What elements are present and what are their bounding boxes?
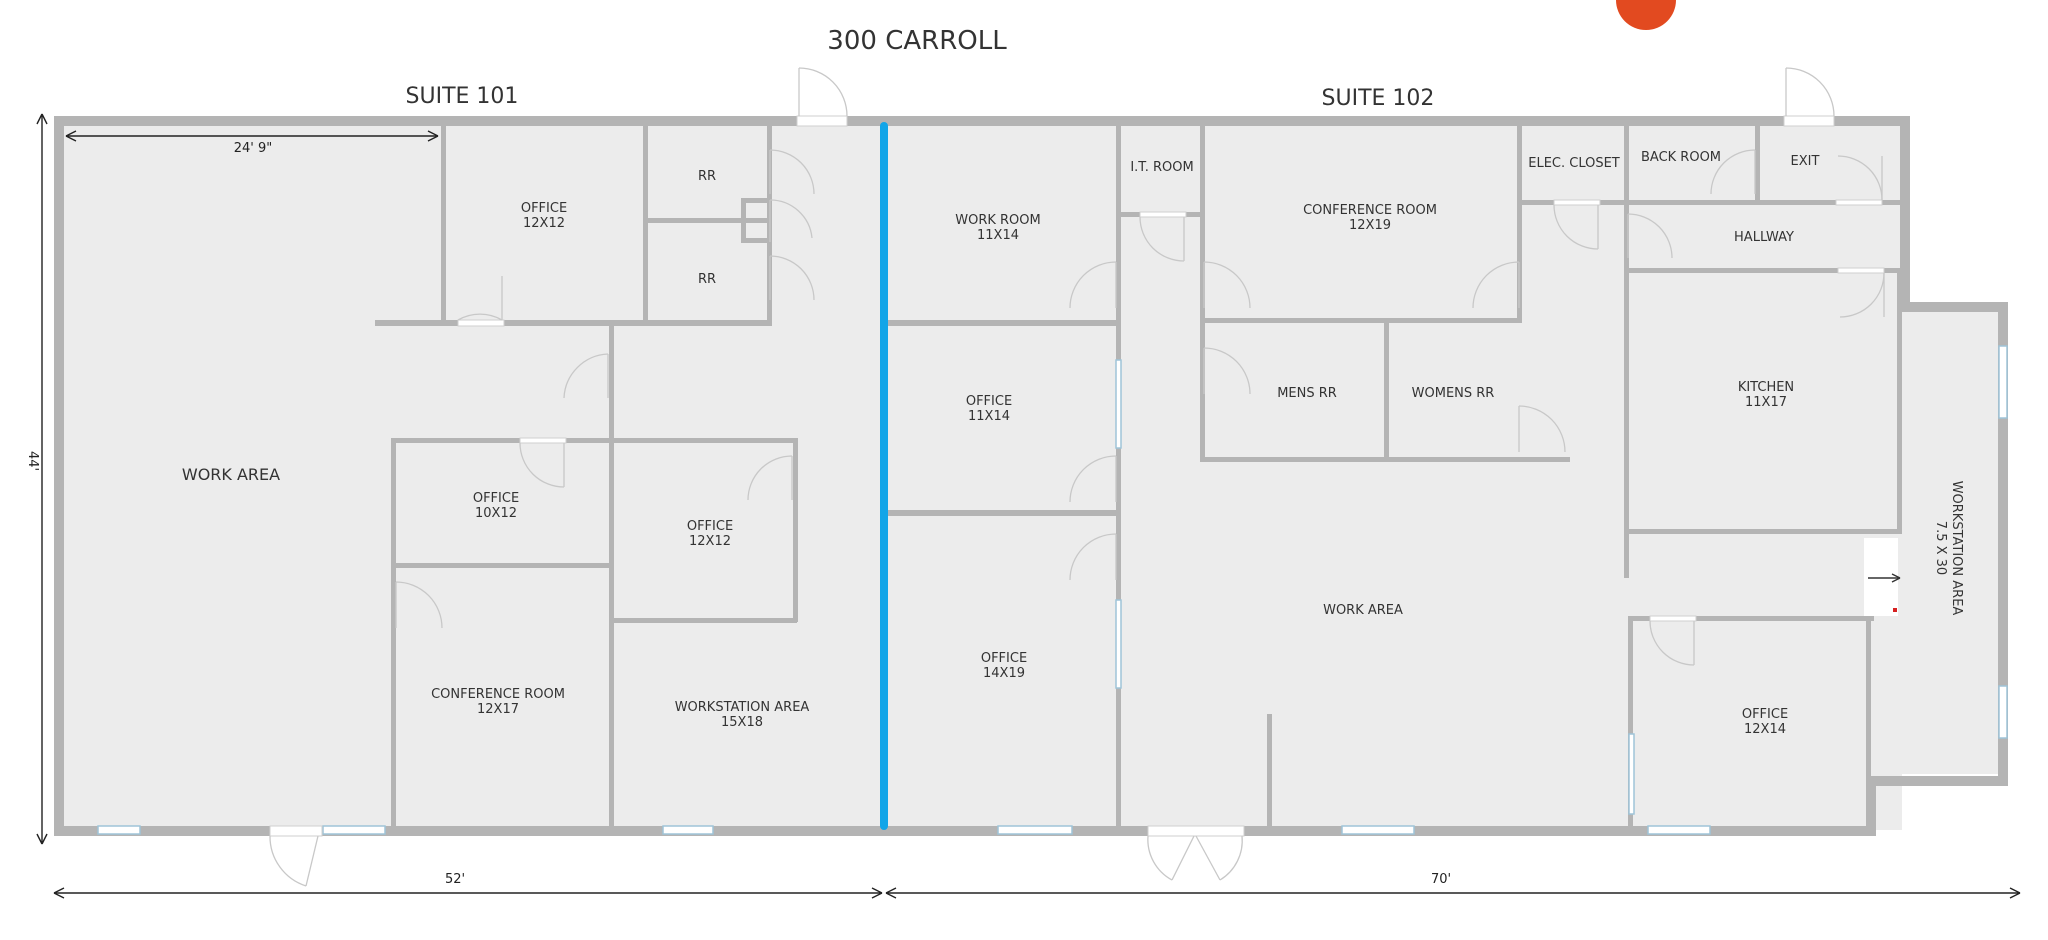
room-work-area-102-name: WORK AREA [1323,603,1403,618]
depth-dimension-label: 44' [25,451,40,471]
room-work-room-name: WORK ROOM [955,213,1041,228]
room-workstation-101-size: 15X18 [721,715,763,730]
suite-102-floor [884,124,1902,830]
entry-arrow [1864,538,1901,616]
room-office-14x19-name: OFFICE [981,651,1027,666]
room-conference-102-size: 12X19 [1349,218,1391,233]
windows [97,345,2008,835]
room-back-room-name: BACK ROOM [1641,150,1721,165]
room-office-14x19-size: 14X19 [983,666,1025,681]
room-office-11x14-size: 11X14 [968,409,1010,424]
room-hallway-name: HALLWAY [1734,230,1794,245]
work-area-width-label: 24' 9" [234,141,273,156]
room-rr-1-name: RR [698,169,716,184]
room-work-area-101-name: WORK AREA [182,465,280,484]
workstation-wing-floor [1902,310,2004,774]
suite-101-width-label: 52' [445,872,465,887]
suite-102-width-label: 70' [1431,872,1451,887]
interior-walls-suite-102 [884,124,1902,828]
room-office-12x12-name: OFFICE [521,201,567,216]
suite-102-room-labels: WORK ROOM 11X14 I.T. ROOM CONFERENCE ROO… [955,150,1964,737]
room-office-10x12-name: OFFICE [473,491,519,506]
room-workstation-102-name: WORKSTATION AREA [1949,481,1964,616]
room-conference-101-size: 12X17 [477,702,519,717]
room-kitchen-name: KITCHEN [1738,380,1794,395]
room-work-room-size: 11X14 [977,228,1019,243]
room-workstation-102-size: 7.5 X 30 [1933,521,1948,575]
building-title: 300 CARROLL [827,26,1007,56]
room-conference-102-name: CONFERENCE ROOM [1303,203,1437,218]
room-office-12x12-c-size: 12X12 [689,534,731,549]
room-womens-rr-name: WOMENS RR [1412,386,1495,401]
room-office-11x14-name: OFFICE [966,394,1012,409]
room-office-12x12-c-name: OFFICE [687,519,733,534]
room-conference-101-name: CONFERENCE ROOM [431,687,565,702]
room-it-room-name: I.T. ROOM [1130,160,1193,175]
room-office-12x14-size: 12X14 [1744,722,1786,737]
room-rr-2-name: RR [698,272,716,287]
suite-101-room-labels: OFFICE 12X12 RR RR WORK AREA OFFICE 10X1… [182,169,810,730]
room-office-10x12-size: 10X12 [475,506,517,521]
room-exit-name: EXIT [1791,154,1820,169]
room-workstation-101-name: WORKSTATION AREA [675,700,810,715]
room-kitchen-size: 11X17 [1745,395,1787,410]
doors [269,67,1885,887]
suite-102-label: SUITE 102 [1322,86,1435,111]
room-mens-rr-name: MENS RR [1277,386,1337,401]
room-elec-closet-name: ELEC. CLOSET [1528,156,1620,171]
room-office-12x12-size: 12X12 [523,216,565,231]
suite-101-label: SUITE 101 [406,84,519,109]
demising-wall [880,122,888,830]
dimension-lines [36,113,2021,899]
room-office-12x14-name: OFFICE [1742,707,1788,722]
corner-badge [1616,0,1676,30]
